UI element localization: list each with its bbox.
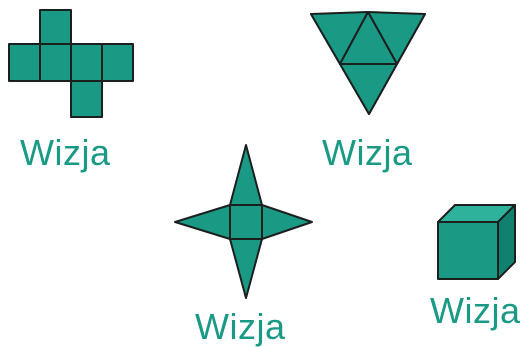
label-net-cross: Wizja bbox=[20, 135, 111, 171]
label-net-star: Wizja bbox=[195, 309, 286, 345]
cube-net-cross bbox=[9, 10, 133, 117]
label-net-triangle: Wizja bbox=[322, 135, 413, 171]
pyramid-net-star bbox=[175, 145, 312, 298]
net-square-row-1 bbox=[9, 44, 40, 81]
star-triangle-top bbox=[230, 145, 262, 205]
net-square-row-2 bbox=[40, 44, 71, 81]
cube-front-face bbox=[438, 222, 498, 279]
net-square-bottom bbox=[71, 81, 102, 117]
star-triangle-right bbox=[262, 205, 312, 239]
net-square-top bbox=[40, 10, 71, 44]
star-triangle-left bbox=[175, 205, 230, 239]
label-cube: Wizja bbox=[430, 293, 521, 329]
tetrahedron-net bbox=[311, 12, 425, 114]
net-square-row-3 bbox=[71, 44, 102, 81]
net-square-row-4 bbox=[102, 44, 133, 81]
star-center-square bbox=[230, 205, 262, 239]
cube-solid bbox=[438, 205, 515, 279]
net-triangle-bottom bbox=[340, 64, 397, 114]
star-triangle-bottom bbox=[230, 239, 262, 298]
